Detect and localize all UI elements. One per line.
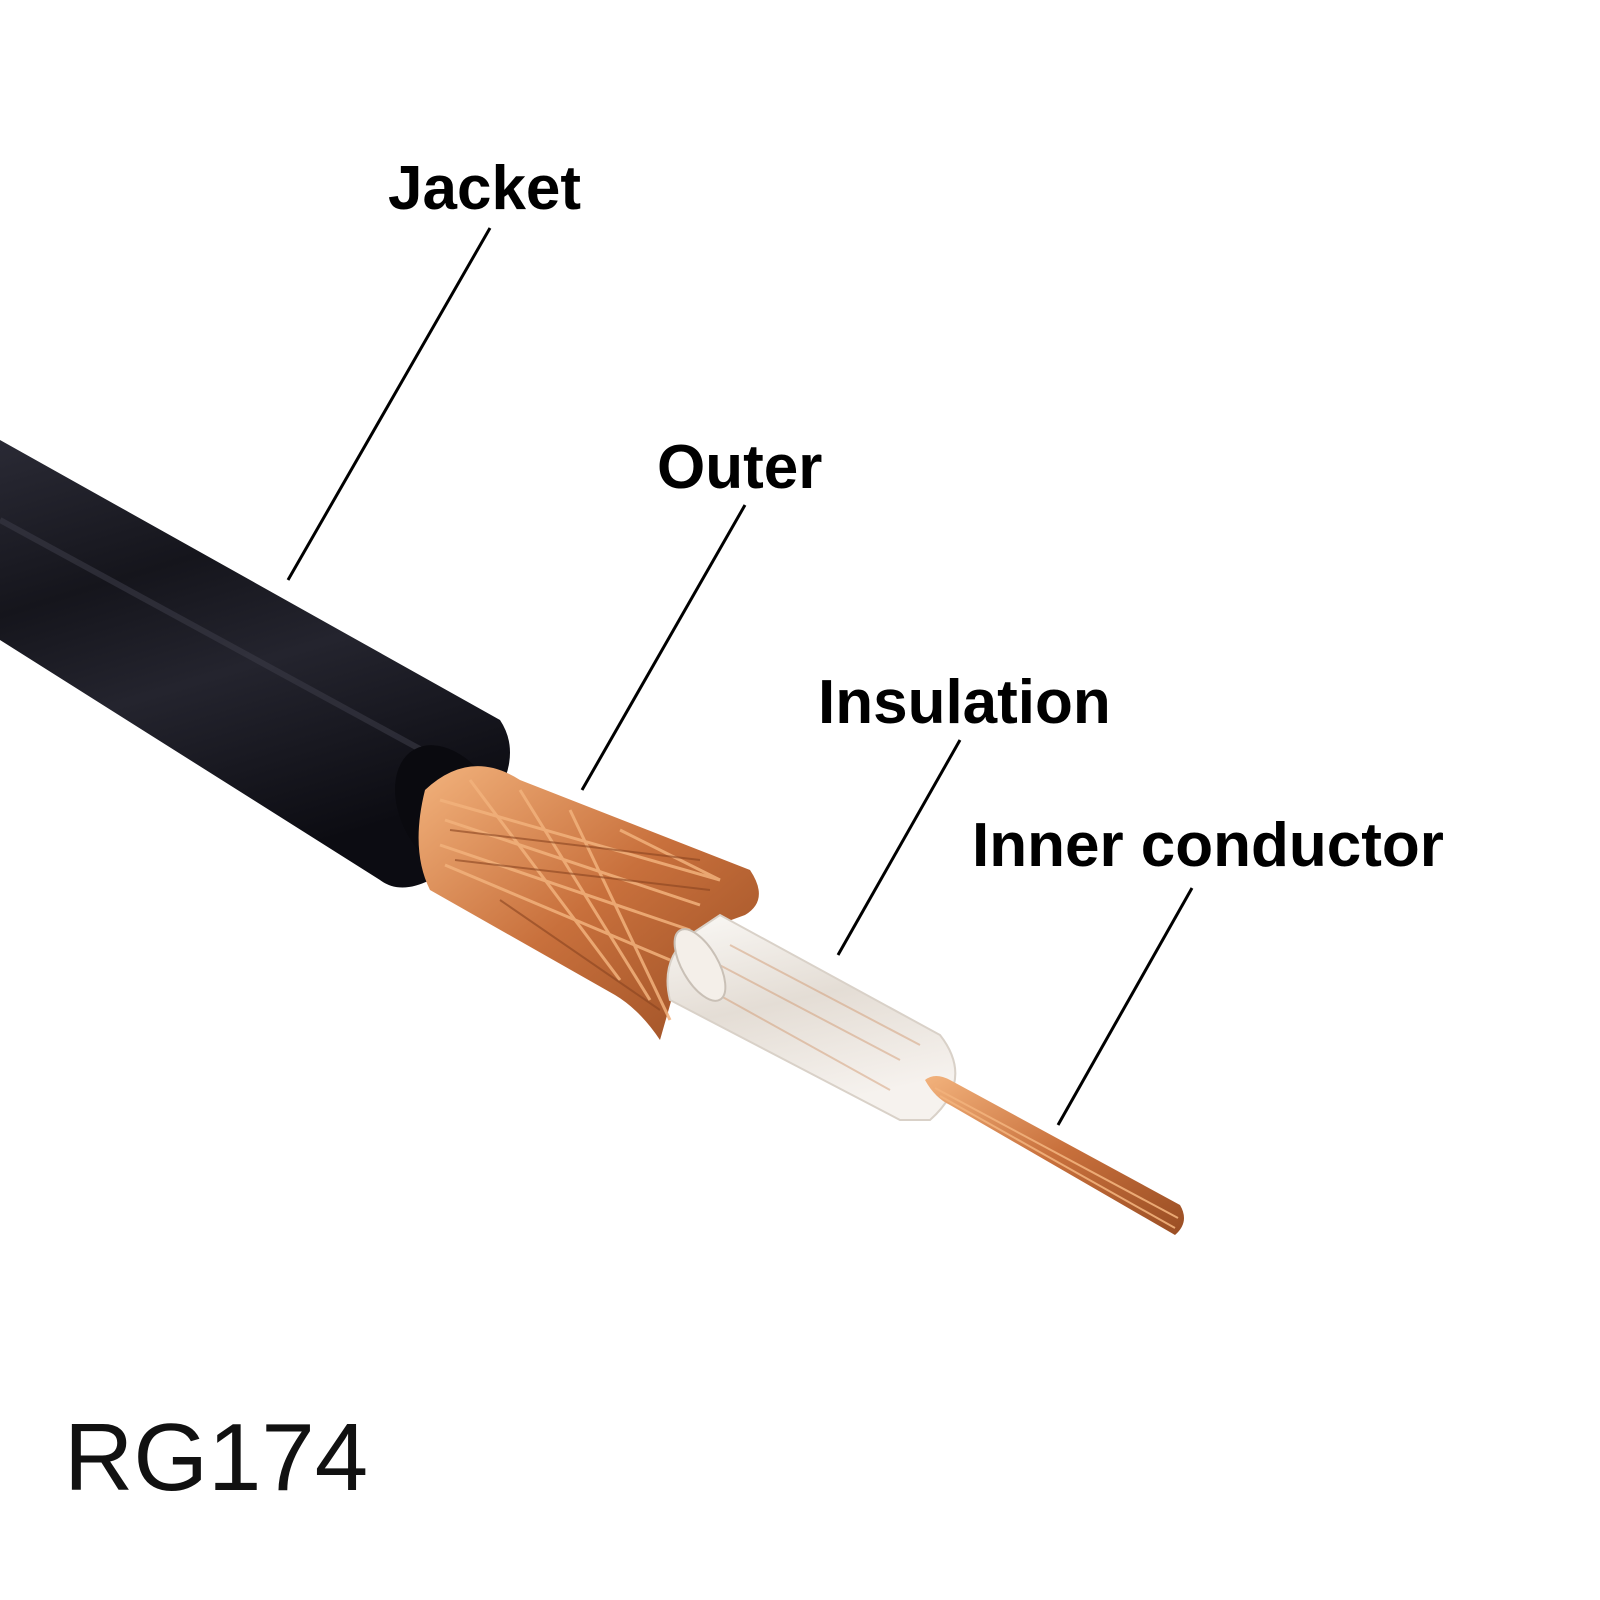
outer-leader-line	[580, 504, 747, 791]
inner-conductor-label: Inner conductor	[972, 811, 1444, 880]
jacket-label: Jacket	[388, 154, 582, 223]
insulation-part	[666, 913, 957, 1121]
insulation-leader-line	[836, 739, 962, 956]
inner-conductor-part	[925, 1076, 1184, 1235]
leader-lines	[286, 227, 1194, 1126]
inner-conductor-leader-line	[1056, 887, 1194, 1126]
cable-model-label: RG174	[64, 1404, 369, 1511]
insulation-label: Insulation	[818, 668, 1111, 737]
outer-label: Outer	[657, 433, 823, 502]
jacket-leader-line	[286, 227, 492, 581]
